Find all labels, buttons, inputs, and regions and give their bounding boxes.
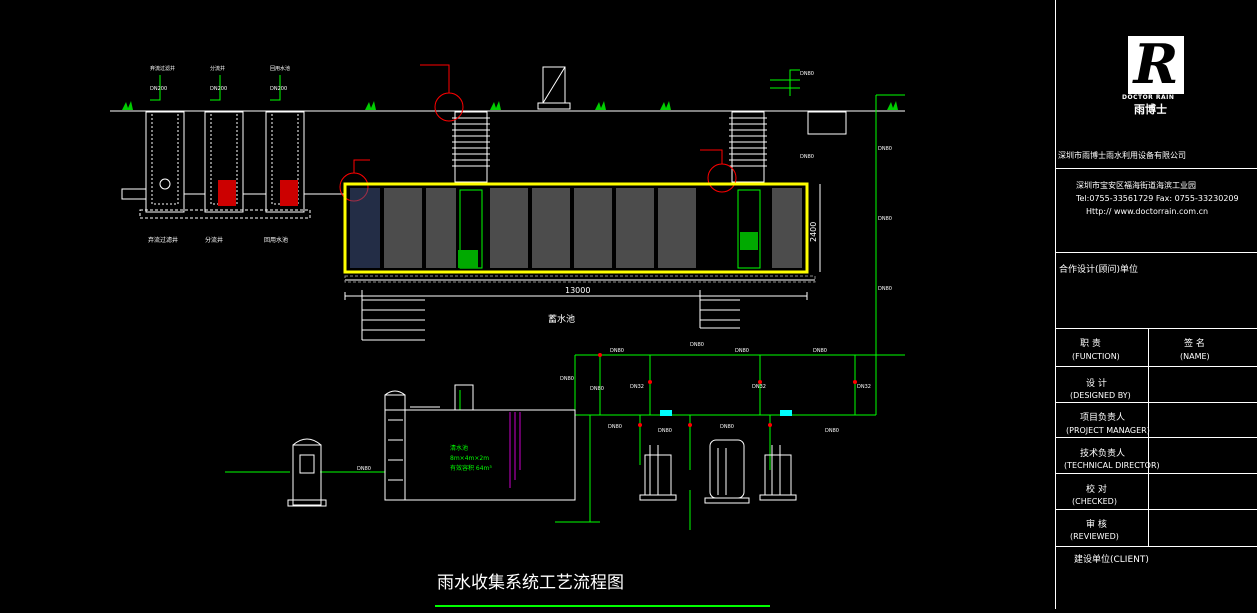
row-pm-cn: 项目负责人 <box>1080 413 1126 423</box>
row-designed-cn: 设 计 <box>1086 379 1107 389</box>
row-reviewed-en: (REVIEWED) <box>1070 532 1119 541</box>
brand-en: DOCTOR RAIN <box>1122 94 1175 101</box>
pipe-label-4: DN80 <box>813 348 827 354</box>
pipe-label-5: DN80 <box>560 376 574 382</box>
pipe-label-8: DN32 <box>857 384 871 390</box>
logo-r-icon: R <box>1133 32 1179 96</box>
svg-text:DN80: DN80 <box>878 146 892 152</box>
svg-text:DN200: DN200 <box>270 86 287 92</box>
client-label: 建设单位(CLIENT) <box>1074 555 1149 565</box>
process-flow-drawing: 弃流过滤井 分流井 回用水池 DN200 DN200 DN200 弃流过滤井 分… <box>110 64 905 607</box>
pipe-label-12: DN80 <box>825 428 839 434</box>
col-function-en: (FUNCTION) <box>1072 352 1120 361</box>
pipe-label-7: DN32 <box>752 384 766 390</box>
cooperation-label: 合作设计(顾问)单位 <box>1059 265 1139 275</box>
svg-text:DN80: DN80 <box>878 216 892 222</box>
svg-text:DN80: DN80 <box>800 154 814 160</box>
svg-text:分流井: 分流井 <box>210 65 225 72</box>
filter-device-2 <box>280 180 298 206</box>
svg-text:DN200: DN200 <box>210 86 227 92</box>
pipe-label-10: DN80 <box>658 428 672 434</box>
pipe-label-9: DN80 <box>608 424 622 430</box>
clear-water-tank <box>384 384 576 501</box>
title-block: R DOCTOR RAIN 雨博士 深圳市雨博士雨水利用设备有限公司 深圳市宝安… <box>1055 0 1257 609</box>
row-checked-cn: 校 对 <box>1086 485 1107 495</box>
manhole-right <box>729 111 767 183</box>
tank-label: 蓄水池 <box>548 313 575 325</box>
well-label-2: 分流井 <box>205 236 223 244</box>
row-checked-en: (CHECKED) <box>1072 497 1117 506</box>
clear-tank-text-2: 8m×4m×2m <box>450 455 489 462</box>
address: 深圳市宝安区福海街道海滨工业园 <box>1076 181 1196 190</box>
svg-text:DN80: DN80 <box>878 286 892 292</box>
pump-station <box>287 438 327 507</box>
pipe-label-13: DN80 <box>357 466 371 472</box>
pipe-label-11: DN80 <box>720 424 734 430</box>
main-title: 雨水收集系统工艺流程图 <box>437 573 624 593</box>
col-name-en: (NAME) <box>1180 352 1210 361</box>
clear-tank-text-3: 有效容积 64m³ <box>450 464 492 472</box>
pipe-label-6: DN32 <box>630 384 644 390</box>
dimension-height: 2400 <box>809 222 818 242</box>
svg-text:回用水池: 回用水池 <box>270 65 290 72</box>
manhole-left <box>452 111 490 183</box>
well-label-1: 弃流过滤井 <box>148 236 178 244</box>
pipe-label-3: DN80 <box>735 348 749 354</box>
svg-text:DN80: DN80 <box>800 71 814 77</box>
phone: Tel:0755-33561729 Fax: 0755-33230209 <box>1076 194 1239 203</box>
pipe-label-2: DN80 <box>690 342 704 348</box>
storage-tank <box>343 182 816 283</box>
brand-logo: R <box>1128 36 1184 94</box>
row-reviewed-cn: 审 核 <box>1086 520 1107 530</box>
filter-units <box>639 439 797 504</box>
svg-text:DN200: DN200 <box>150 86 167 92</box>
row-designed-en: (DESIGNED BY) <box>1070 391 1131 400</box>
well-label-3: 回用水池 <box>264 236 288 244</box>
row-td-cn: 技术负责人 <box>1080 449 1126 459</box>
company-name: 深圳市雨博士雨水利用设备有限公司 <box>1058 151 1186 160</box>
dimension-length: 13000 <box>565 286 590 295</box>
pipe-label-1: DN80 <box>610 348 624 354</box>
row-td-en: (TECHNICAL DIRECTOR) <box>1064 461 1160 470</box>
website: Http:// www.doctorrain.com.cn <box>1086 207 1209 216</box>
brand-cn: 雨博士 <box>1134 103 1167 116</box>
row-pm-en: (PROJECT MANAGER) <box>1066 426 1150 435</box>
clear-tank-text-1: 清水池 <box>450 444 468 452</box>
svg-text:弃流过滤井: 弃流过滤井 <box>150 65 175 72</box>
filter-device <box>218 180 236 206</box>
left-wells <box>121 111 345 219</box>
grass-icons <box>122 101 898 110</box>
pipe-label-14: DN80 <box>590 386 604 392</box>
col-name-cn: 签 名 <box>1184 339 1205 349</box>
col-function-cn: 职 责 <box>1080 339 1101 349</box>
